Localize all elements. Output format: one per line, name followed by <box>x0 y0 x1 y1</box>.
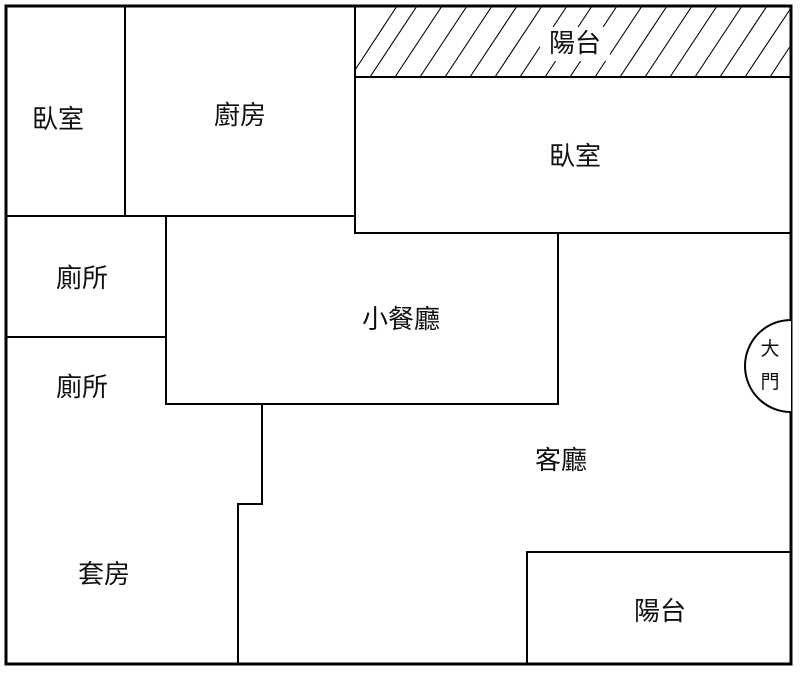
room-label-dining: 小餐廳 <box>362 305 440 335</box>
room-label-toilet-lower: 廁所 <box>56 373 108 403</box>
main-door-label-line2: 門 <box>760 371 779 393</box>
room-label-bedroom-left: 臥室 <box>32 105 84 135</box>
room-label-balcony-top: 陽台 <box>549 29 601 59</box>
room-label-suite: 套房 <box>78 560 130 590</box>
room-label-kitchen: 廚房 <box>214 101 266 131</box>
room-label-balcony-bottom: 陽台 <box>634 597 686 627</box>
room-label-toilet-upper: 廁所 <box>56 264 108 294</box>
interior-walls <box>5 5 792 665</box>
room-label-bedroom-right: 臥室 <box>549 142 601 172</box>
main-door-arc[interactable] <box>744 319 792 413</box>
room-label-living: 客廳 <box>535 446 587 476</box>
balcony-top-label-bg <box>540 27 610 61</box>
main-door-label-line1: 大 <box>760 338 779 360</box>
